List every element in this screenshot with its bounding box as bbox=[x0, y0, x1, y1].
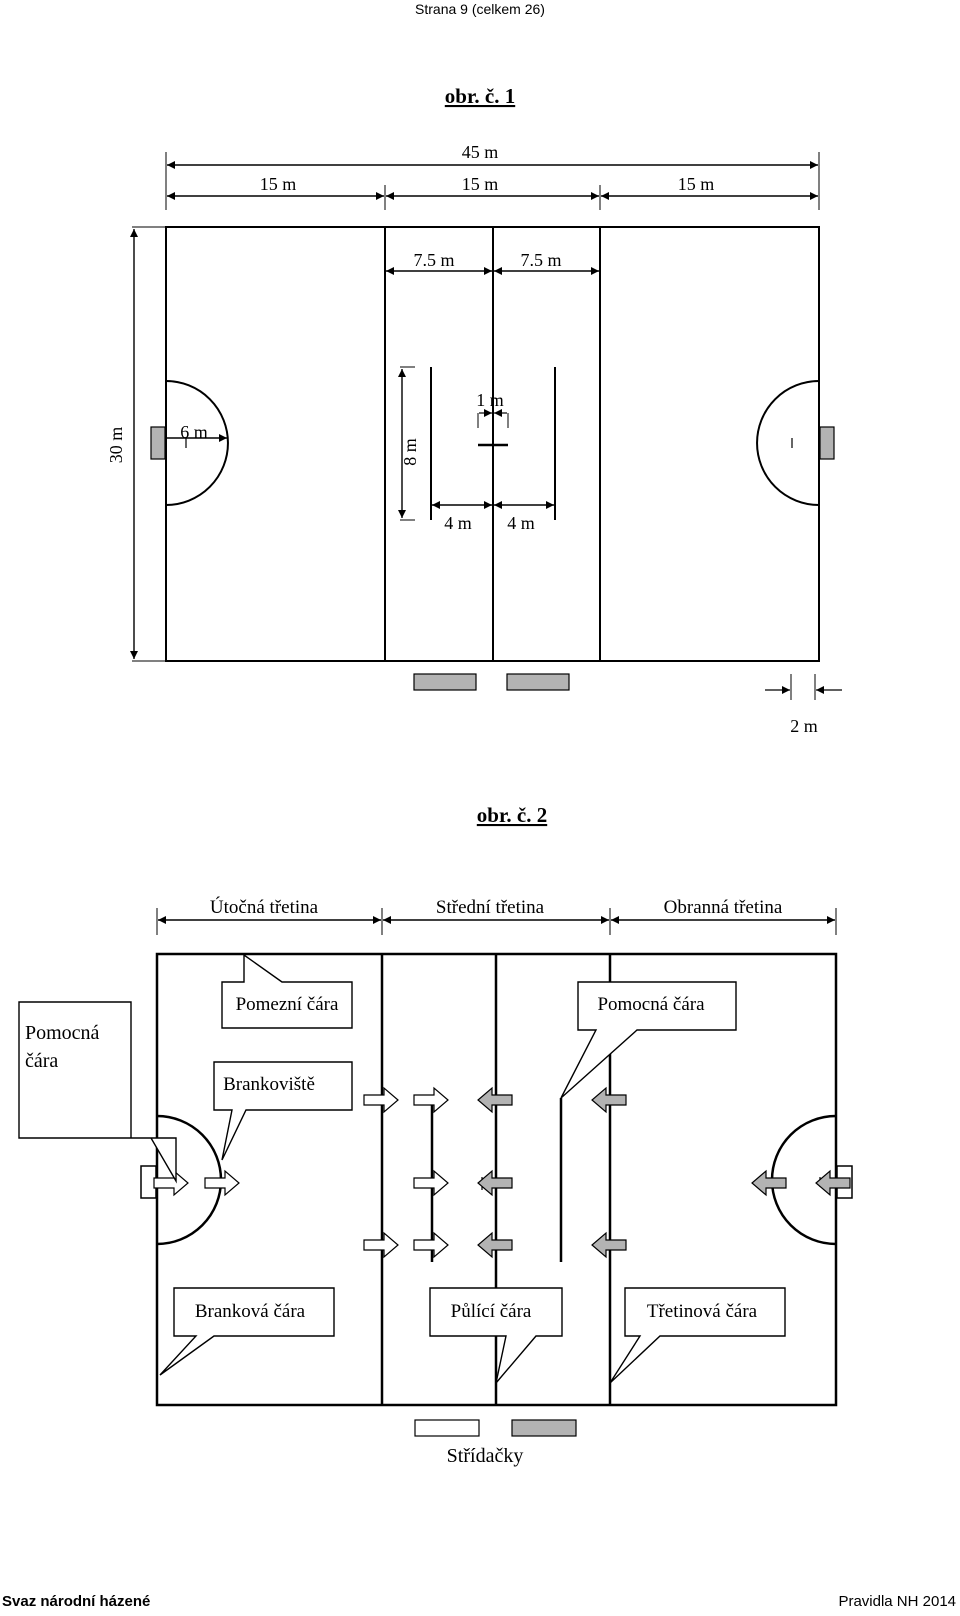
dim-label-45m: 45 m bbox=[462, 142, 499, 162]
footer-left: Svaz národní házené bbox=[2, 1593, 150, 1610]
label-attack-third: Útočná třetina bbox=[210, 896, 319, 918]
arrow-white-right bbox=[204, 1169, 240, 1197]
dim-label-2m: 2 m bbox=[790, 716, 818, 736]
figure-2-title: obr. č. 2 bbox=[477, 803, 547, 827]
dim-label-third-left: 15 m bbox=[260, 174, 297, 194]
callout-goal-area: Brankoviště bbox=[213, 1061, 353, 1161]
page-number-header: Strana 9 (celkem 26) bbox=[415, 1, 545, 17]
dim-label-4m-left: 4 m bbox=[444, 513, 472, 533]
court-1-goal-right bbox=[819, 426, 835, 460]
figure-1: obr. č. 1 45 m 15 m 15 m 15 m 30 m 7.5 m… bbox=[106, 84, 842, 736]
arrow-white-right bbox=[413, 1231, 449, 1259]
court-1-goal-area-left bbox=[165, 380, 229, 506]
arrow-grey-left bbox=[751, 1169, 787, 1197]
court-2-bench-grey bbox=[511, 1419, 577, 1437]
footer-right: Pravidla NH 2014 bbox=[838, 1593, 956, 1610]
label-middle-third: Střední třetina bbox=[436, 897, 545, 918]
figure-1-title: obr. č. 1 bbox=[445, 84, 515, 108]
dim-label-30m: 30 m bbox=[106, 427, 126, 464]
label-defense-third: Obranná třetina bbox=[664, 897, 783, 918]
callout-goal-line: Branková čára bbox=[159, 1287, 335, 1376]
arrow-white-right bbox=[413, 1169, 449, 1197]
arrow-grey-left bbox=[477, 1086, 513, 1114]
arrow-grey-left bbox=[815, 1169, 851, 1197]
dim-label-8m: 8 m bbox=[400, 438, 420, 466]
callout-aux-line-right-text: Pomocná čára bbox=[597, 994, 705, 1015]
court-1-goal-left bbox=[150, 426, 166, 460]
court-1-goal-area-right bbox=[756, 380, 820, 506]
dim-label-6m: 6 m bbox=[180, 422, 208, 442]
callout-side-line: Pomezní čára bbox=[221, 953, 353, 1029]
callout-aux-line-right: Pomocná čára bbox=[560, 981, 737, 1099]
benches-label: Střídačky bbox=[447, 1445, 524, 1467]
callout-half-line: Půlící čára bbox=[429, 1287, 563, 1384]
court-1-bench-right bbox=[506, 673, 570, 691]
arrow-grey-left bbox=[477, 1231, 513, 1259]
arrow-white-right bbox=[413, 1086, 449, 1114]
direction-arrows bbox=[153, 1086, 851, 1259]
arrow-grey-left bbox=[591, 1231, 627, 1259]
callout-third-line: Třetinová čára bbox=[609, 1287, 786, 1384]
dim-label-third-right: 15 m bbox=[678, 174, 715, 194]
dim-label-1m: 1 m bbox=[476, 390, 504, 410]
callout-aux-line-left: Pomocná čára bbox=[18, 1001, 177, 1184]
arrow-grey-left bbox=[477, 1169, 513, 1197]
arrow-white-right bbox=[153, 1169, 189, 1197]
arrow-white-right bbox=[363, 1231, 399, 1259]
court-2-bench-white bbox=[414, 1419, 480, 1437]
callout-third-line-text: Třetinová čára bbox=[647, 1301, 758, 1322]
dim-label-4m-right: 4 m bbox=[507, 513, 535, 533]
callout-aux-line-left-text-2: čára bbox=[25, 1050, 58, 1072]
callout-half-line-text: Půlící čára bbox=[451, 1301, 532, 1322]
arrow-white-right bbox=[363, 1086, 399, 1114]
figure-2: obr. č. 2 Útočná třetina Střední třetina… bbox=[18, 803, 853, 1467]
callout-goal-area-text: Brankoviště bbox=[223, 1074, 315, 1095]
callout-goal-line-text: Branková čára bbox=[195, 1301, 306, 1322]
court-1-bench-left bbox=[413, 673, 477, 691]
callout-side-line-text: Pomezní čára bbox=[236, 994, 339, 1015]
dim-label-third-mid: 15 m bbox=[462, 174, 499, 194]
callout-aux-line-left-text-1: Pomocná bbox=[25, 1022, 100, 1044]
arrow-grey-left bbox=[591, 1086, 627, 1114]
dim-label-7-5m-left: 7.5 m bbox=[413, 250, 454, 270]
dim-label-7-5m-right: 7.5 m bbox=[520, 250, 561, 270]
